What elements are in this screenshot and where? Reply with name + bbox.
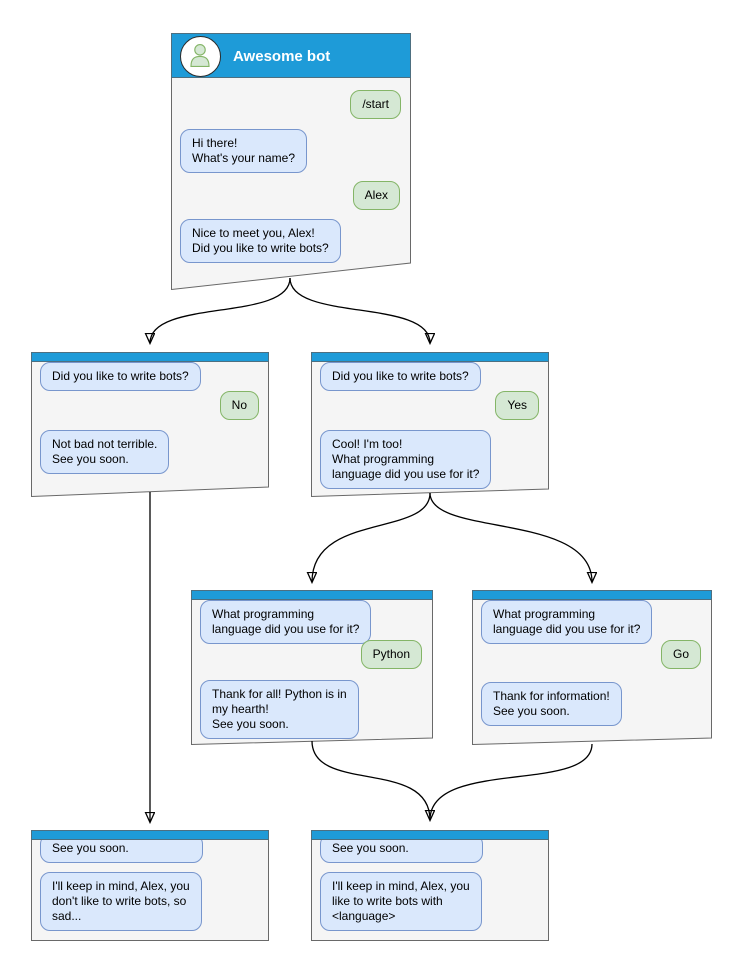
window-header xyxy=(31,352,269,362)
bot-message-bubble: I'll keep in mind, Alex, you like to wri… xyxy=(320,872,482,931)
bot-message-bubble: Nice to meet you, Alex! Did you like to … xyxy=(180,219,341,263)
user-message-bubble: Python xyxy=(360,640,422,669)
chat-window-root: Awesome bot /start Hi there! What's your… xyxy=(171,33,411,290)
user-message-bubble: No xyxy=(219,391,259,420)
window-header xyxy=(472,590,712,600)
arrow-go-to-end-yes xyxy=(430,743,593,820)
bot-message-bubble: I'll keep in mind, Alex, you don't like … xyxy=(40,872,202,931)
bot-avatar-icon xyxy=(180,36,221,77)
arrow-python-to-end-yes xyxy=(311,740,431,821)
chat-window-branch-go: What programming language did you use fo… xyxy=(472,590,712,745)
bot-message-bubble: Did you like to write bots? xyxy=(40,362,201,391)
bot-message-bubble: Thank for information! See you soon. xyxy=(481,682,622,726)
bot-message-bubble: Hi there! What's your name? xyxy=(180,129,308,173)
user-message-bubble: Go xyxy=(660,640,701,669)
user-message-bubble: Yes xyxy=(495,391,539,420)
window-header xyxy=(191,590,433,600)
window-header xyxy=(311,352,549,362)
bot-message-bubble: What programming language did you use fo… xyxy=(200,600,372,644)
chat-window-end-no: See you soon. I'll keep in mind, Alex, y… xyxy=(31,830,269,941)
chat-window-branch-python: What programming language did you use fo… xyxy=(191,590,433,745)
chat-window-branch-yes: Did you like to write bots? Yes Cool! I'… xyxy=(311,352,549,497)
chat-window-end-yes: See you soon. I'll keep in mind, Alex, y… xyxy=(311,830,549,941)
arrow-yes-to-python xyxy=(312,492,431,582)
bot-message-bubble: Not bad not terrible. See you soon. xyxy=(40,430,170,474)
window-title: Awesome bot xyxy=(233,48,331,65)
bot-message-bubble: Did you like to write bots? xyxy=(320,362,481,391)
user-message-bubble: /start xyxy=(350,90,401,119)
user-message-bubble: Alex xyxy=(352,181,400,210)
bot-message-bubble: Thank for all! Python is in my hearth! S… xyxy=(200,680,359,739)
bot-message-bubble: What programming language did you use fo… xyxy=(481,600,653,644)
window-header: Awesome bot xyxy=(171,33,411,78)
bot-message-bubble: Cool! I'm too! What programming language… xyxy=(320,430,492,489)
chat-window-branch-no: Did you like to write bots? No Not bad n… xyxy=(31,352,269,497)
arrow-yes-to-go xyxy=(429,492,592,582)
window-header xyxy=(311,830,549,840)
window-header xyxy=(31,830,269,840)
